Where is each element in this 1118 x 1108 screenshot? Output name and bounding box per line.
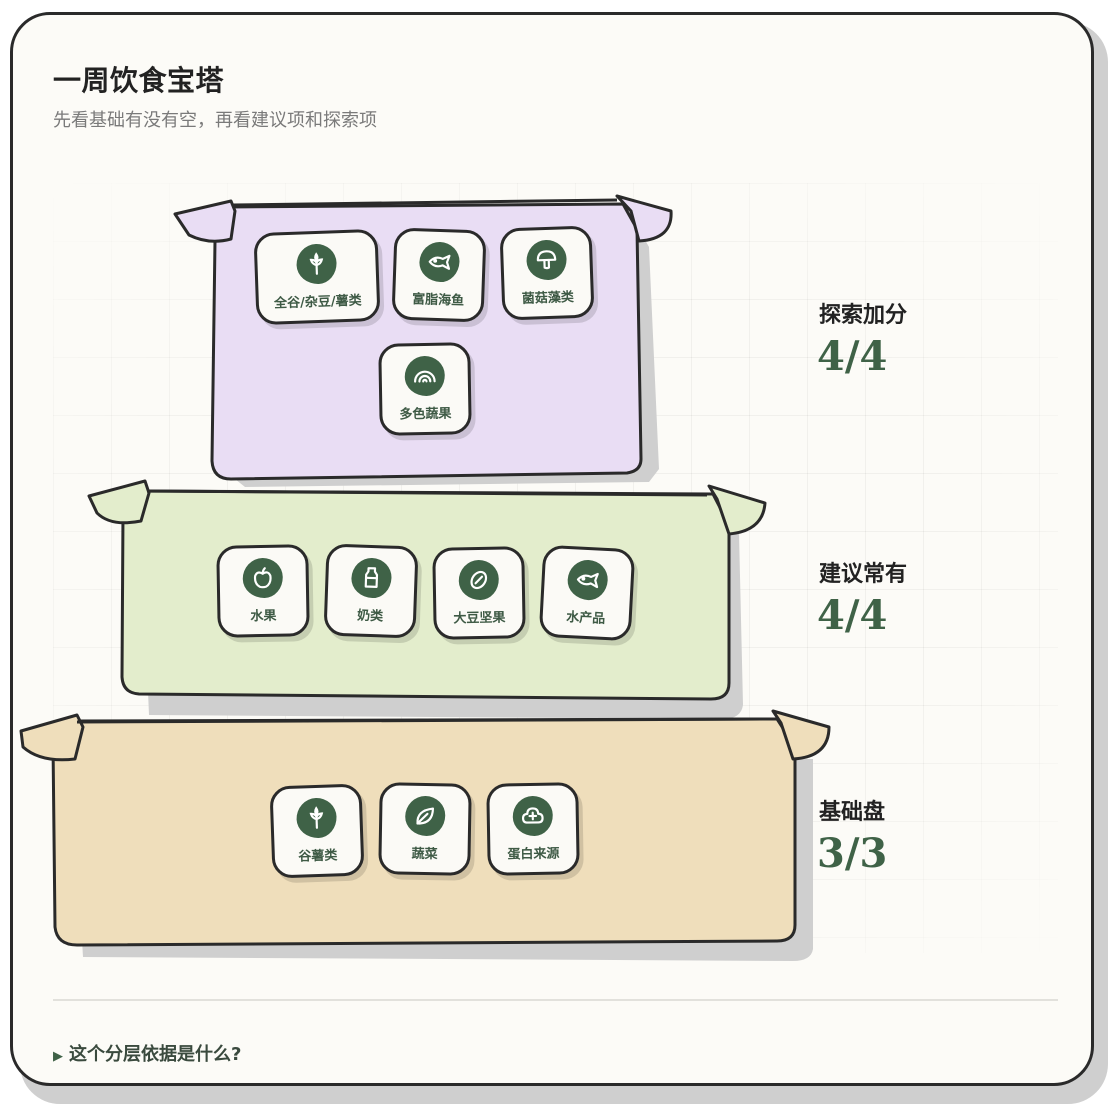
food-tile-grains-tubers[interactable]: 谷薯类 xyxy=(269,783,365,879)
page-title: 一周饮食宝塔 xyxy=(53,64,225,97)
food-tile-soy-nuts[interactable]: 大豆坚果 xyxy=(432,546,526,640)
food-tile-label: 谷薯类 xyxy=(298,848,338,865)
food-tile-vegetables[interactable]: 蔬菜 xyxy=(378,782,472,876)
food-tile-label: 富脂海鱼 xyxy=(411,292,465,309)
grain-icon xyxy=(295,243,338,285)
apple-icon xyxy=(242,557,284,599)
food-tile-label: 蔬菜 xyxy=(411,846,438,863)
protein-plus-icon xyxy=(512,795,554,837)
fish-icon xyxy=(418,241,461,283)
pyramid-card: 一周饮食宝塔 先看基础有没有空，再看建议项和探索项 xyxy=(10,12,1094,1086)
food-tile-label: 奶类 xyxy=(356,608,384,625)
faq-label: 这个分层依据是什么? xyxy=(69,1044,242,1065)
food-tile-label: 蛋白来源 xyxy=(507,846,560,863)
food-tile-aquatic[interactable]: 水产品 xyxy=(538,544,636,642)
food-tile-fruit[interactable]: 水果 xyxy=(216,544,310,638)
milk-bottle-icon xyxy=(350,557,393,599)
tier-score-explore: 4/4 xyxy=(817,333,888,380)
food-tile-label: 全谷/杂豆/薯类 xyxy=(273,293,362,312)
tier-box-suggest xyxy=(87,479,767,719)
food-tile-label: 水果 xyxy=(250,608,277,625)
food-tile-label: 多色蔬果 xyxy=(399,406,452,423)
rainbow-icon xyxy=(404,355,446,397)
tier-name-explore: 探索加分 xyxy=(819,303,908,328)
faq-toggle[interactable]: ▶ 这个分层依据是什么? xyxy=(53,1040,241,1066)
food-tile-oily-fish[interactable]: 富脂海鱼 xyxy=(391,227,487,323)
tier-name-base: 基础盘 xyxy=(819,800,886,825)
mushroom-icon xyxy=(525,239,568,281)
page-subtitle: 先看基础有没有空，再看建议项和探索项 xyxy=(53,110,377,131)
food-tile-protein[interactable]: 蛋白来源 xyxy=(486,782,580,876)
fish-icon xyxy=(566,558,609,602)
food-tile-whole-grain[interactable]: 全谷/杂豆/薯类 xyxy=(253,228,381,326)
food-tile-colorful-produce[interactable]: 多色蔬果 xyxy=(378,342,472,436)
leaf-icon xyxy=(404,795,446,837)
grain-icon xyxy=(295,797,338,839)
food-tile-label: 大豆坚果 xyxy=(453,610,506,627)
tier-score-base: 3/3 xyxy=(817,830,888,877)
triangle-right-icon: ▶ xyxy=(53,1049,63,1064)
food-tile-label: 水产品 xyxy=(565,609,606,627)
tier-score-suggest: 4/4 xyxy=(817,592,888,639)
bean-icon xyxy=(458,559,500,601)
tier-name-suggest: 建议常有 xyxy=(819,562,908,587)
food-tile-mushroom[interactable]: 菌菇藻类 xyxy=(499,225,595,321)
food-tile-dairy[interactable]: 奶类 xyxy=(323,543,419,639)
divider xyxy=(53,999,1058,1001)
food-tile-label: 菌菇藻类 xyxy=(521,290,575,307)
